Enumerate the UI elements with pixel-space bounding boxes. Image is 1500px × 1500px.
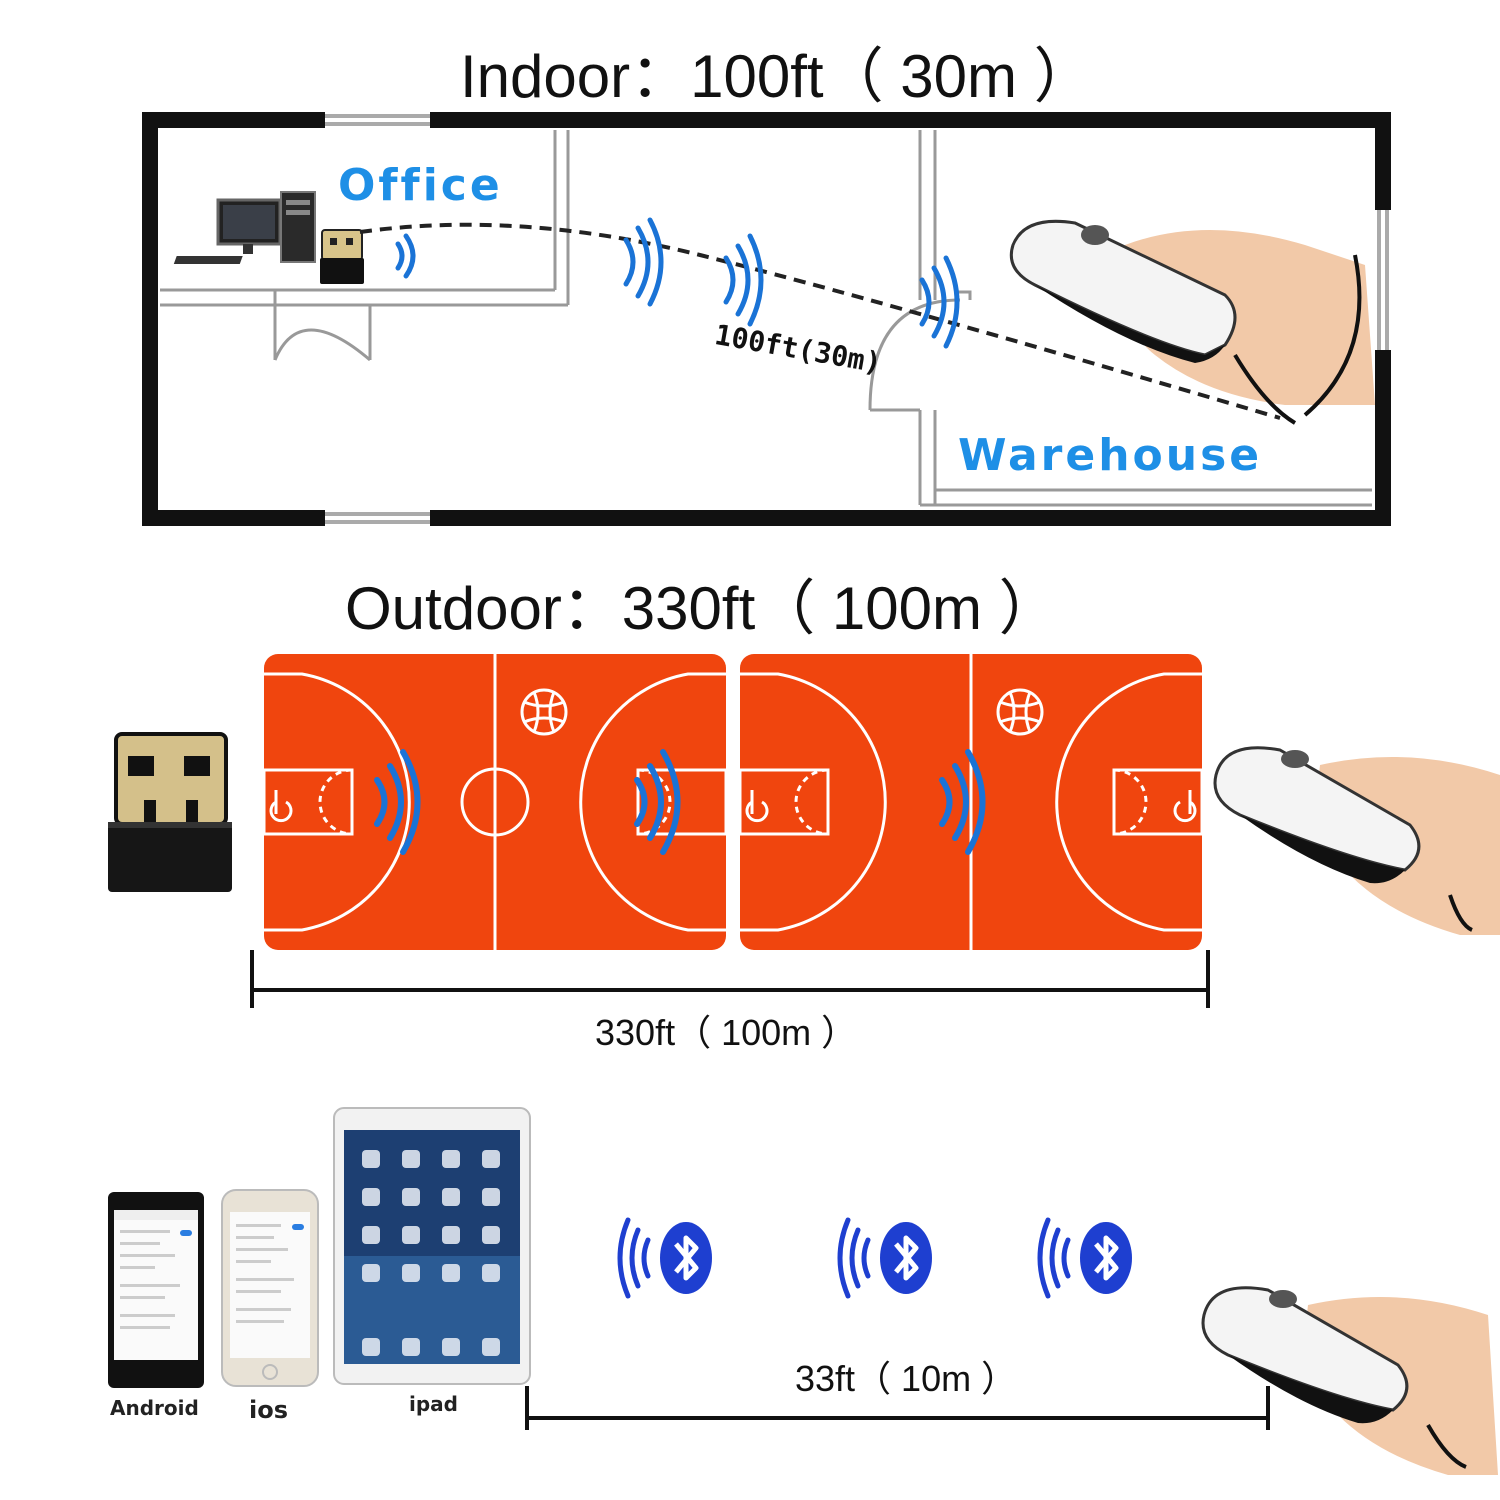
bluetooth-icon <box>1037 1217 1132 1299</box>
floor-plan-walls <box>142 112 1391 526</box>
barcode-scanner-icon <box>1009 219 1375 425</box>
ios-label: ios <box>249 1396 288 1424</box>
bluetooth-icon <box>617 1217 712 1299</box>
signal-waves-icon <box>374 749 986 855</box>
barcode-scanner-icon <box>1201 1286 1498 1475</box>
basketball-icon <box>996 688 1044 736</box>
android-phone-icon <box>108 1192 204 1388</box>
outdoor-heading: Outdoor：330ft（ 100m ） <box>345 575 1059 642</box>
signal-waves-icon <box>395 217 960 349</box>
usb-receiver-icon <box>320 229 364 284</box>
ios-phone-icon <box>221 1189 319 1387</box>
floor-plan <box>142 112 1391 526</box>
bluetooth-dimension-line <box>525 1386 1270 1430</box>
signal-path <box>359 222 1281 420</box>
outdoor-dimension-line <box>250 950 1210 1008</box>
office-label: Office <box>338 160 503 211</box>
court-left <box>262 654 728 950</box>
basketball-icon <box>520 688 568 736</box>
barcode-scanner-icon <box>1213 746 1500 935</box>
usb-receiver-icon <box>108 732 232 892</box>
outdoor-distance-label: 330ft（ 100m ） <box>595 1012 858 1053</box>
indoor-heading: Indoor：100ft（ 30m ） <box>460 43 1094 110</box>
computer-icon <box>173 191 316 264</box>
bluetooth-distance-label: 33ft（ 10m ） <box>795 1358 1018 1399</box>
floor-plan-inner-walls <box>160 130 1372 507</box>
basketball-courts <box>262 654 1204 950</box>
court-right <box>738 654 1204 950</box>
floor-plan-windows <box>325 114 1389 524</box>
ipad-label: ipad <box>409 1392 458 1416</box>
android-label: Android <box>110 1396 199 1420</box>
ipad-icon <box>333 1107 531 1385</box>
warehouse-label: Warehouse <box>958 430 1263 481</box>
bluetooth-icon <box>837 1217 932 1299</box>
